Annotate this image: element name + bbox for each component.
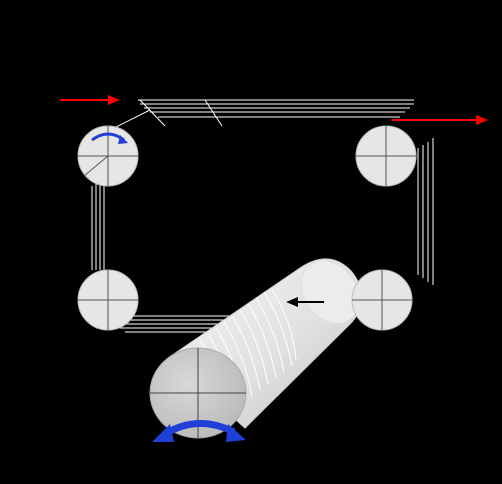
drum-rotation-arrow [152,420,246,442]
pulley-top-right [355,125,417,187]
feed-in-arrow [60,95,120,105]
pulley-bottom-left [77,269,139,331]
drum-far-end [300,259,360,325]
winding-8 [255,297,285,373]
pulley-bottom-right [351,269,413,331]
winding-drum [149,258,363,439]
wire-diag-1 [139,99,166,127]
winding-5 [231,315,261,391]
pulley-rotation-arrow [91,132,128,144]
winding-10 [271,289,297,361]
arrow-right-icon [108,95,120,105]
wire-diag-3 [109,109,151,131]
winding-6 [239,309,269,385]
winding-9 [263,291,293,367]
winding-7 [247,303,277,379]
winding-4 [223,321,253,397]
feed-out-arrow [392,115,488,125]
pulley-spoke [83,155,109,177]
arrow-right-icon [476,115,488,125]
wire-motion-arrow [286,297,324,307]
wire-diag-2 [204,99,223,127]
arrow-left-icon [286,297,298,307]
